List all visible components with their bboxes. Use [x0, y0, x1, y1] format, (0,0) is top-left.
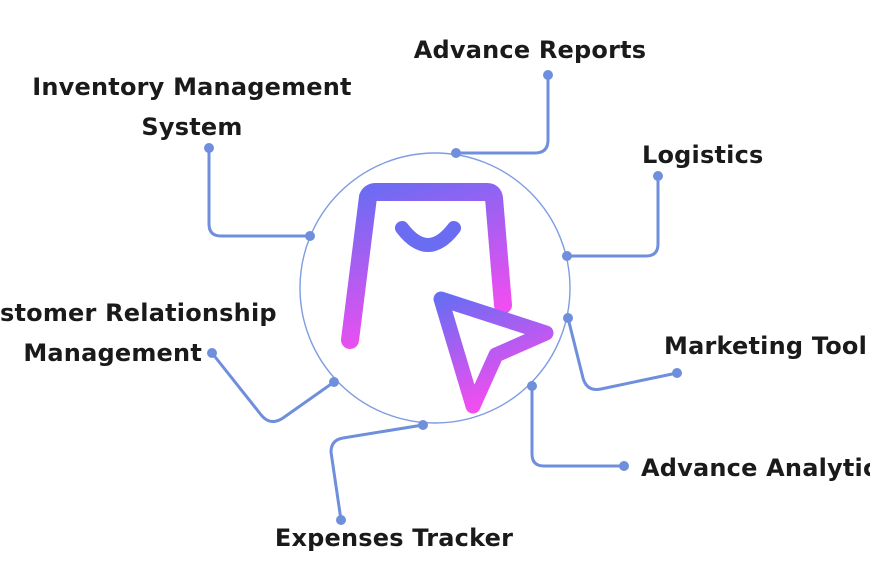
label-expenses-text: Expenses Tracker [274, 524, 514, 552]
label-crm-line2: Management [23, 339, 202, 367]
dot-analytics-ring [527, 381, 537, 391]
dot-logistics-end [653, 171, 663, 181]
label-logistics-text: Logistics [642, 141, 764, 169]
dot-expenses-ring [418, 420, 428, 430]
dot-crm-ring [329, 377, 339, 387]
dot-inventory-ring [305, 231, 315, 241]
connector-advance-reports [454, 73, 550, 155]
connector-crm [210, 351, 336, 423]
dot-marketing-end [672, 368, 682, 378]
label-advance-analytics: Advance Analytic [641, 448, 870, 488]
dot-expenses-end [336, 515, 346, 525]
dot-logistics-ring [562, 251, 572, 261]
label-crm: stomer Relationship Management [0, 293, 277, 373]
label-logistics: Logistics [642, 135, 763, 175]
label-crm-line1: stomer Relationship [0, 299, 277, 327]
shopping-bag-handle [395, 221, 461, 252]
dot-marketing-ring [563, 313, 573, 323]
label-inventory-management: Inventory Management System [22, 67, 362, 147]
shopping-bag-outline [341, 183, 512, 349]
connector-logistics [565, 174, 660, 258]
dot-advance-reports-end [543, 70, 553, 80]
dot-inventory-end [204, 143, 214, 153]
cursor-arrow [433, 291, 554, 414]
label-advance-reports-text: Advance Reports [413, 36, 647, 64]
label-inventory-line2: System [141, 113, 243, 141]
center-ring [299, 152, 571, 424]
label-marketing-text: Marketing Tool [664, 332, 868, 360]
label-marketing-tool: Marketing Tool [664, 326, 867, 366]
dot-crm-end [207, 348, 217, 358]
label-inventory-line1: Inventory Management [32, 73, 352, 101]
connector-marketing [566, 316, 679, 391]
label-advance-reports: Advance Reports [403, 30, 657, 70]
label-analytics-text: Advance Analytic [641, 454, 870, 482]
connector-analytics [530, 384, 626, 468]
dot-advance-reports-ring [451, 148, 461, 158]
dot-analytics-end [619, 461, 629, 471]
shopping-bag-cursor-icon [341, 183, 554, 414]
connector-expenses [329, 423, 425, 522]
label-expenses-tracker: Expenses Tracker [262, 518, 526, 558]
connector-inventory [207, 146, 312, 238]
